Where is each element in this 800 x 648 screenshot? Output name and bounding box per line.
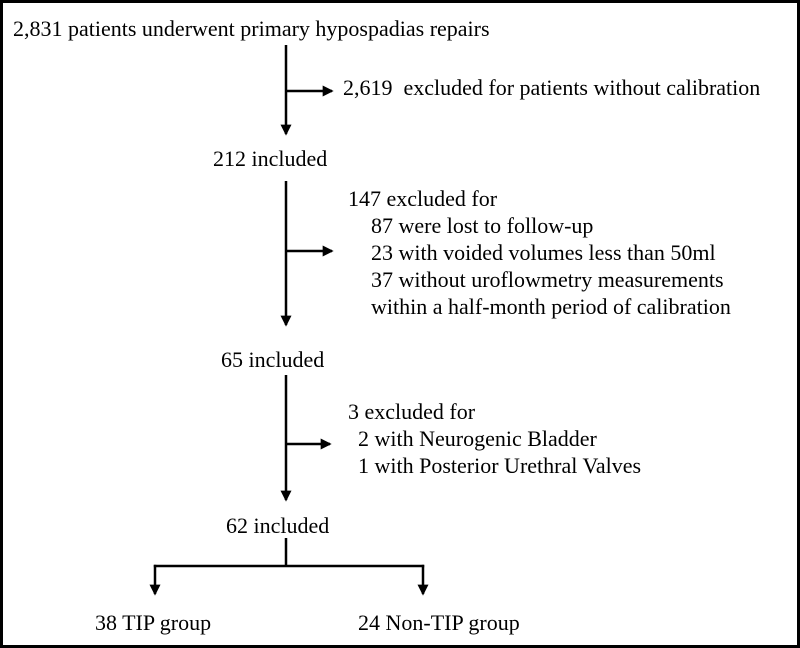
node-included-62: 62 included <box>226 513 330 538</box>
exclusion-3-block: 3 excluded for 2 with Neurogenic Bladder… <box>348 398 641 479</box>
exclusion-3-item-2: 1 with Posterior Urethral Valves <box>358 453 642 478</box>
node-included-65: 65 included <box>221 347 325 372</box>
exclusion-2-item-4: within a half-month period of calibratio… <box>371 294 731 319</box>
exclusion-2-block: 147 excluded for 87 were lost to follow-… <box>348 185 731 320</box>
exclusion-2-heading: 147 excluded for <box>348 186 498 211</box>
exclusion-2-item-1: 87 were lost to follow-up <box>371 213 594 238</box>
exclusion-3-heading: 3 excluded for <box>348 399 476 424</box>
node-total-patients: 2,831 patients underwent primary hypospa… <box>13 16 490 41</box>
node-included-212: 212 included <box>213 146 328 171</box>
exclusion-1-heading: 2,619 excluded for patients without cali… <box>343 75 761 100</box>
exclusion-2-item-2: 23 with voided volumes less than 50ml <box>371 240 716 265</box>
exclusion-3-item-1: 2 with Neurogenic Bladder <box>358 426 597 451</box>
exclusion-2-item-3: 37 without uroflowmetry measurements <box>371 267 724 292</box>
node-tip-group: 38 TIP group <box>95 610 212 635</box>
node-non-tip-group: 24 Non-TIP group <box>358 610 520 635</box>
